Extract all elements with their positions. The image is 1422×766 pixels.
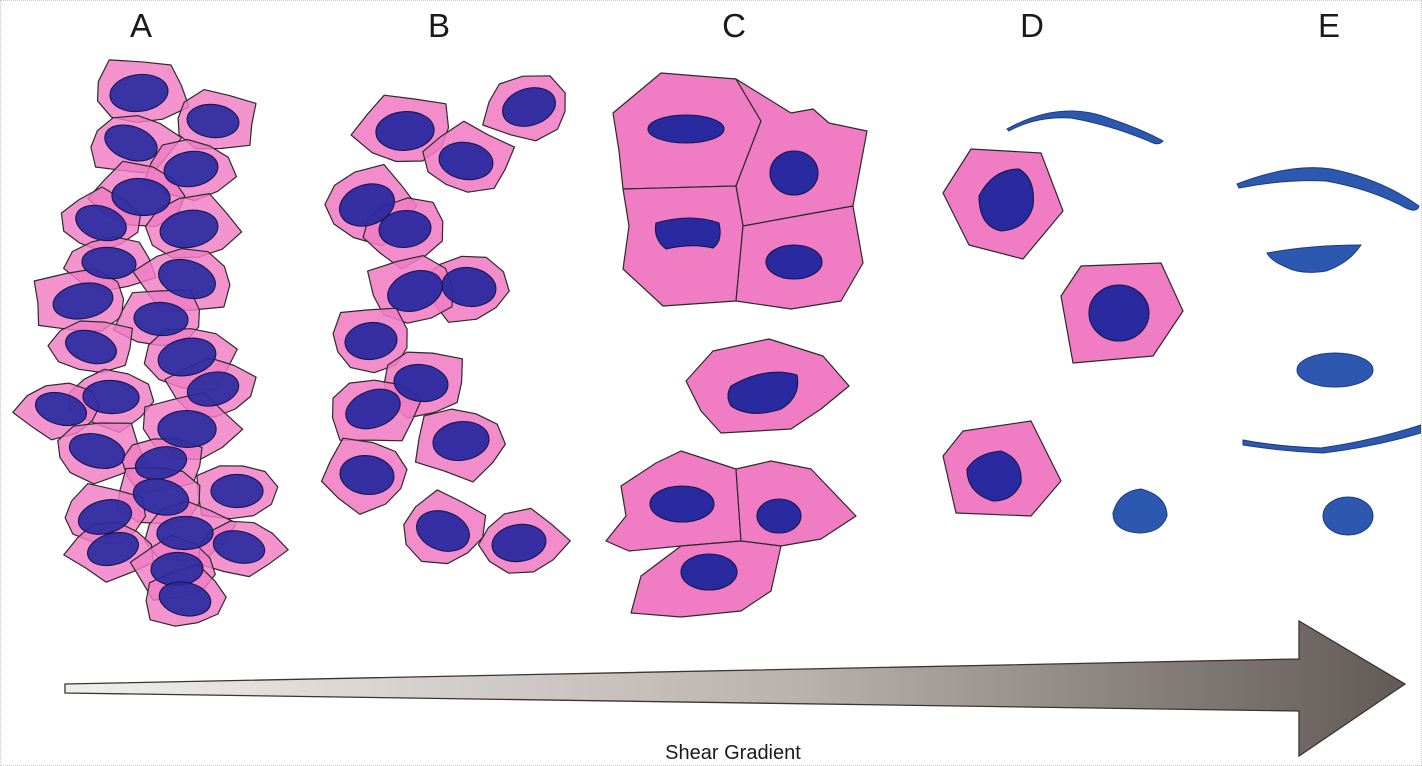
nucleus xyxy=(766,245,822,279)
panel-b-crescent-cells xyxy=(322,76,571,573)
panel-label-a: A xyxy=(130,7,152,44)
detached-nucleus xyxy=(1113,489,1167,533)
panel-e-detached-remnants xyxy=(1237,168,1421,535)
panel-label-d: D xyxy=(1020,7,1044,44)
detached-nucleus xyxy=(1323,497,1373,535)
nucleus xyxy=(211,474,263,507)
nucleus xyxy=(655,218,720,249)
shear-gradient-label: Shear Gradient xyxy=(665,742,801,764)
nucleus xyxy=(158,410,217,448)
panel-d-isolated-cells xyxy=(943,111,1183,533)
panel-label-c: C xyxy=(722,7,746,44)
panel-c-cell-groups xyxy=(606,73,867,617)
cell xyxy=(736,461,856,546)
panel-a-dense-cluster xyxy=(13,60,288,626)
panel-label-e: E xyxy=(1318,7,1340,44)
shear-gradient-arrow xyxy=(65,621,1405,756)
nucleus xyxy=(648,115,724,143)
detached-membrane-fragment xyxy=(1007,111,1163,144)
nucleus xyxy=(157,516,214,550)
detached-nucleus xyxy=(1297,353,1373,387)
detached-membrane-fragment xyxy=(1243,425,1421,453)
nucleus xyxy=(770,151,818,195)
panel-label-b: B xyxy=(428,7,450,44)
detached-nucleus xyxy=(1267,245,1361,272)
nucleus xyxy=(681,554,737,590)
nucleus xyxy=(757,499,801,533)
detached-membrane-fragment xyxy=(1237,168,1419,210)
nucleus xyxy=(1089,285,1149,341)
nucleus xyxy=(650,486,714,522)
